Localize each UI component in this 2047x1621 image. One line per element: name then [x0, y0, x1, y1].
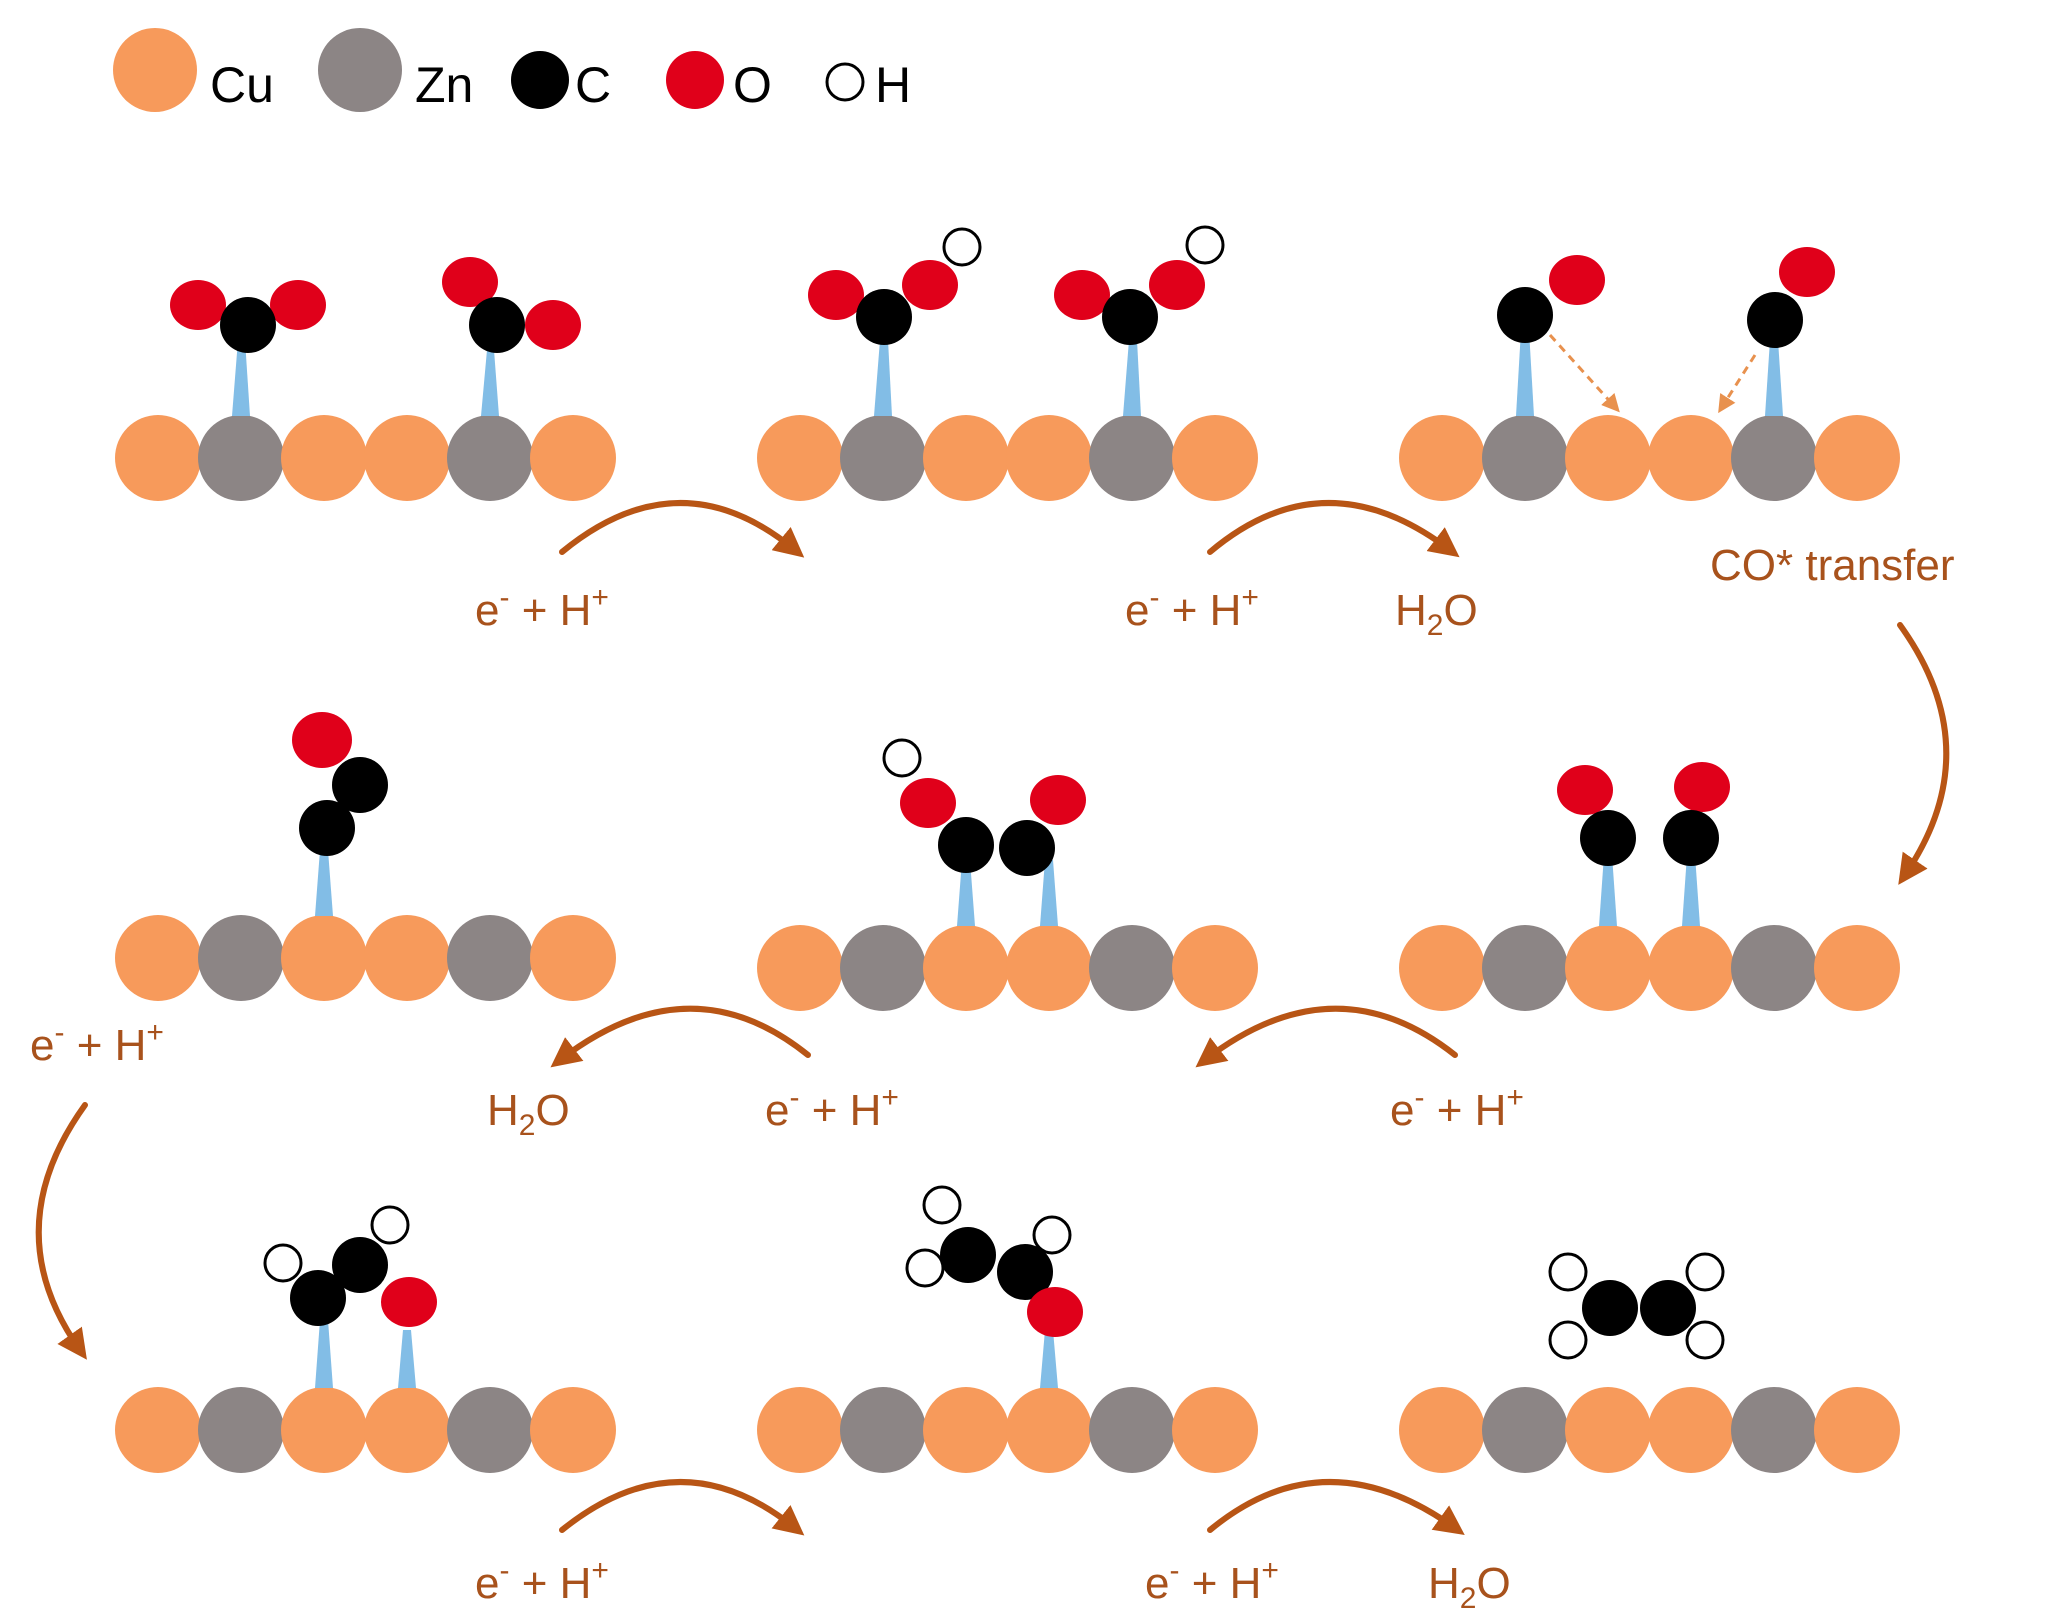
label-e-plus-h: e- + H+ — [1125, 581, 1259, 635]
legend-c-swatch — [511, 51, 569, 109]
co-molecule — [1747, 247, 1835, 348]
legend-zn-label: Zn — [415, 57, 473, 113]
surface-row — [115, 915, 616, 1001]
surface-row — [1399, 1387, 1900, 1473]
occoh-molecule — [882, 738, 1086, 876]
legend-cu-swatch — [113, 28, 197, 112]
bond — [315, 850, 333, 916]
ch2cho-molecule — [905, 1185, 1083, 1337]
arrow-step2-to-step3 — [1207, 500, 1460, 558]
step-8-ch2cho-intermediate — [757, 1185, 1258, 1473]
legend-h-label: H — [875, 57, 911, 113]
legend-o-swatch — [666, 51, 724, 109]
bond — [481, 350, 499, 416]
transfer-arrow — [1718, 354, 1757, 414]
surface-row — [1399, 415, 1900, 501]
legend-c-label: C — [575, 57, 611, 113]
step-2-cooh-intermediate — [757, 225, 1258, 501]
surface-row — [757, 1387, 1258, 1473]
legend-zn-swatch — [318, 28, 402, 112]
step-1-co2-adsorption — [115, 257, 616, 501]
surface-row — [757, 925, 1258, 1011]
arrow-step3-to-step4 — [1897, 622, 1950, 885]
arrow-step7-to-step8 — [559, 1479, 805, 1536]
arrow-step4-to-step5 — [1195, 1005, 1458, 1068]
arrow-step6-to-step7 — [35, 1102, 88, 1360]
label-e-plus-h: e- + H+ — [1145, 1554, 1279, 1608]
co2-molecule — [170, 280, 326, 353]
co-molecule — [1497, 255, 1605, 343]
step-4-co-on-cu — [1399, 762, 1900, 1011]
bond — [315, 1320, 333, 1388]
surface-row — [757, 415, 1258, 501]
bond — [398, 1330, 416, 1388]
bond — [1682, 855, 1700, 926]
arrow-step5-to-step6 — [550, 1005, 811, 1068]
surface-row — [115, 415, 616, 501]
step-6-cco-intermediate — [115, 712, 616, 1001]
bond — [1040, 860, 1058, 926]
step-5-occoh-intermediate — [757, 738, 1258, 1011]
co2-molecule — [442, 257, 581, 353]
cco-molecule — [292, 712, 388, 856]
label-co-transfer: CO* transfer — [1710, 541, 1955, 590]
bond — [1123, 340, 1141, 416]
legend-cu-label: Cu — [210, 57, 274, 113]
reaction-arrows — [35, 500, 1950, 1536]
surface-row — [1399, 925, 1900, 1011]
label-h2o: H2O — [1428, 1559, 1511, 1615]
label-h2o: H2O — [487, 1086, 570, 1142]
step-9-ethylene-product — [1399, 1252, 1900, 1473]
arrow-step8-to-step9 — [1207, 1479, 1465, 1535]
label-e-plus-h: e- + H+ — [30, 1016, 164, 1070]
bond — [232, 340, 250, 416]
bond — [1516, 330, 1534, 416]
arrow-step1-to-step2 — [559, 500, 805, 558]
label-e-plus-h: e- + H+ — [1390, 1081, 1524, 1135]
bond — [1599, 855, 1617, 926]
step-7-hocch-intermediate — [115, 1205, 616, 1473]
co-molecule — [1557, 765, 1636, 866]
bond — [1765, 340, 1783, 416]
legend-o-label: O — [733, 57, 772, 113]
reaction-labels: e- + H+ e- + H+ H2O CO* transfer e- + H+… — [30, 541, 1955, 1615]
step-3-co-on-zn — [1399, 247, 1900, 501]
cooh-molecule — [1054, 225, 1225, 345]
surface-row — [115, 1387, 616, 1473]
legend-h-swatch — [825, 62, 865, 102]
label-h2o: H2O — [1395, 586, 1478, 642]
label-e-plus-h: e- + H+ — [475, 581, 609, 635]
bond — [1040, 1330, 1058, 1388]
bond — [874, 340, 892, 416]
transfer-arrow — [1548, 333, 1620, 413]
co-molecule — [1663, 762, 1730, 866]
c2h4-molecule — [1548, 1252, 1725, 1360]
label-e-plus-h: e- + H+ — [765, 1081, 899, 1135]
legend: Cu Zn C O H — [113, 28, 911, 113]
cooh-molecule — [808, 227, 982, 345]
ccoh-molecule — [263, 1205, 437, 1327]
label-e-plus-h: e- + H+ — [475, 1554, 609, 1608]
bond — [957, 860, 975, 926]
